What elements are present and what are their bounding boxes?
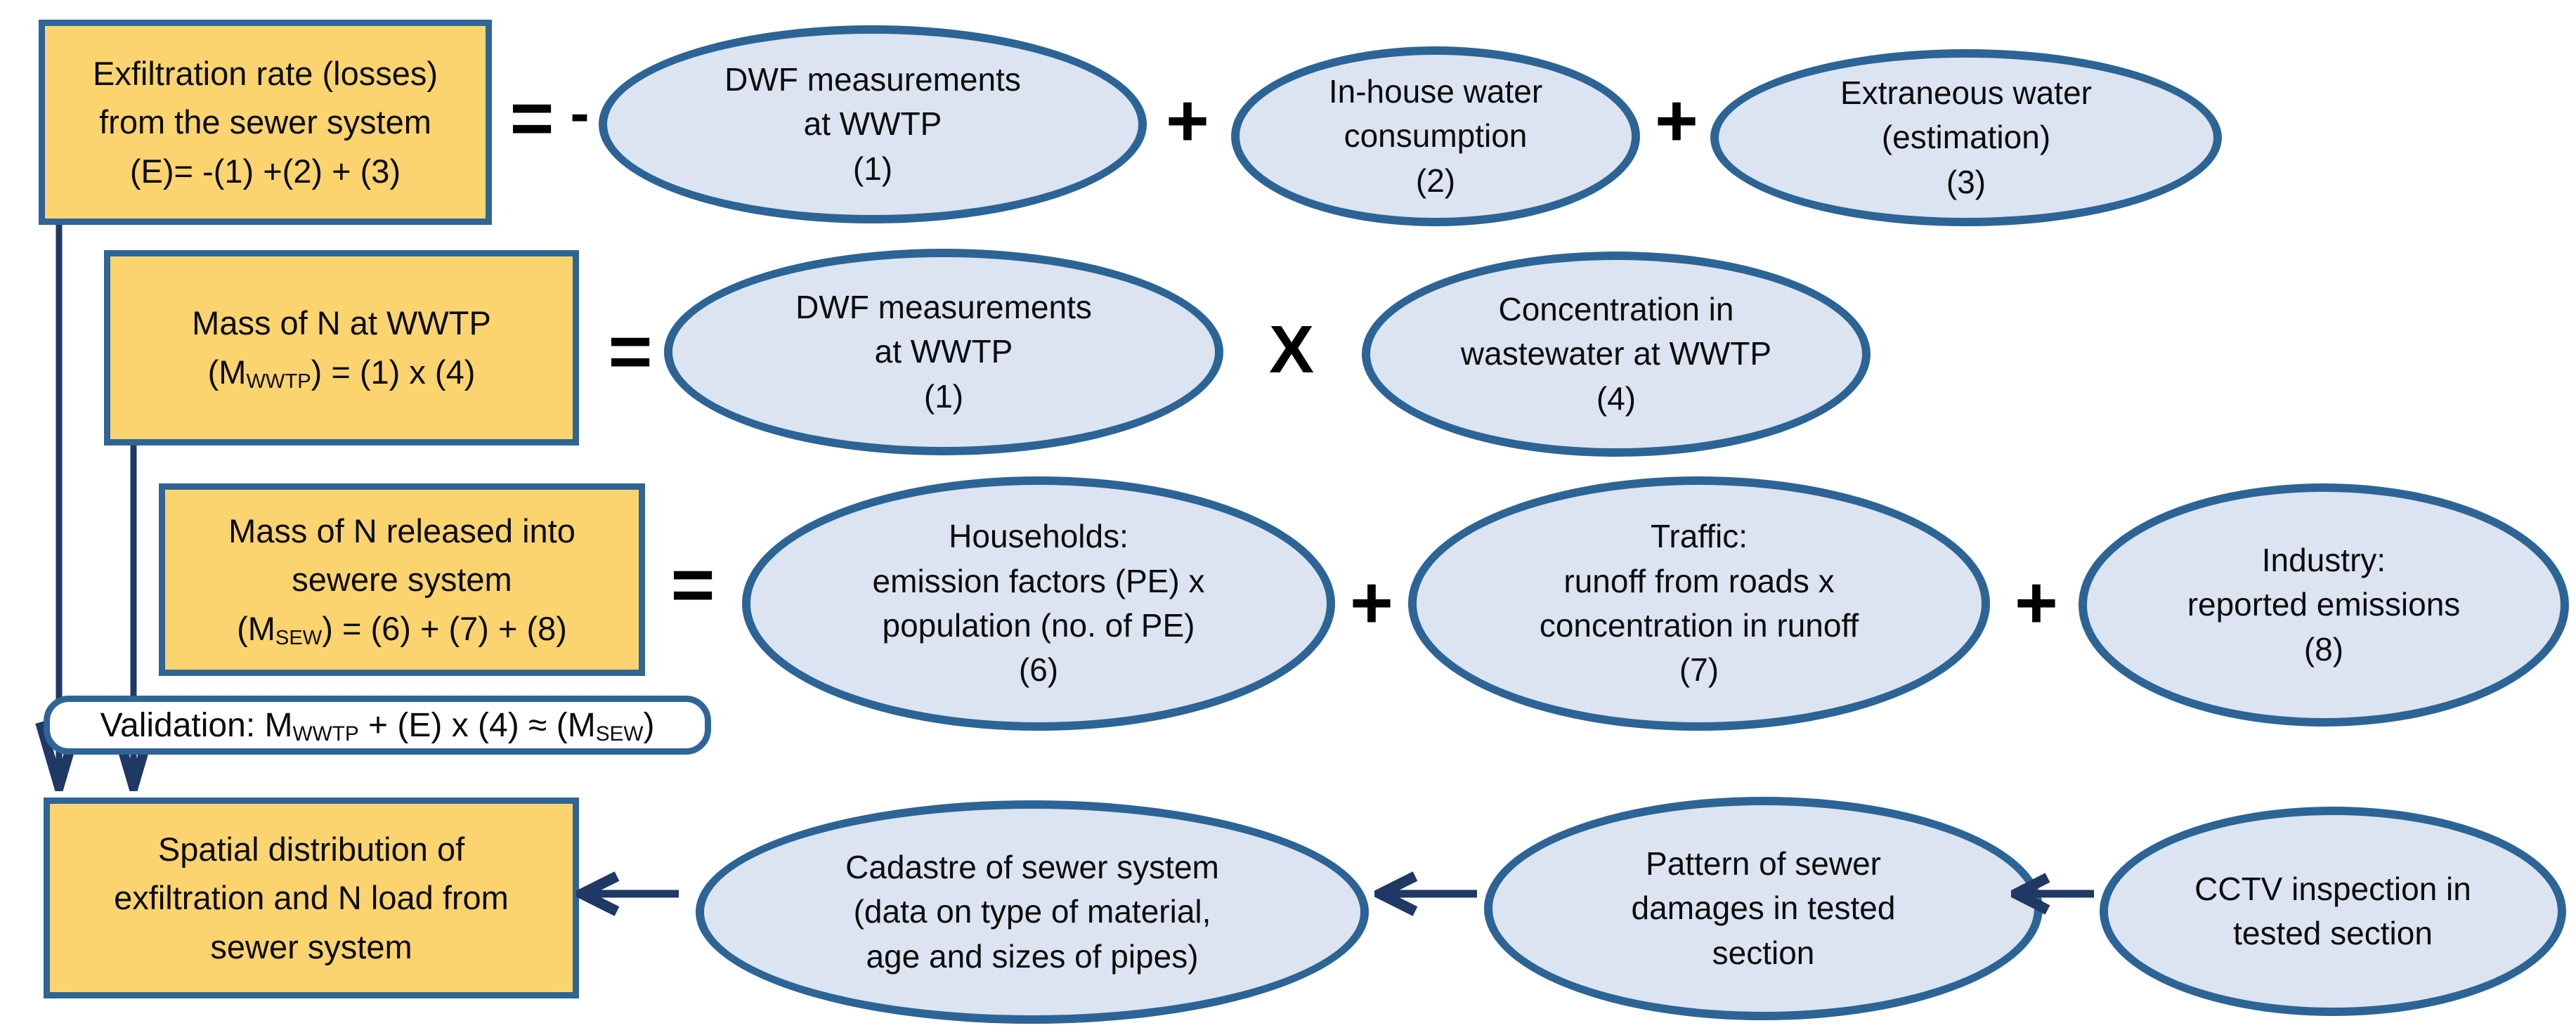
formula-subscript: SEW [275,627,323,650]
equals-operator-2: = [608,308,653,393]
text-line: tested section [2233,915,2433,951]
text-line: population (no. of PE) [882,607,1195,644]
exfiltration-rate-box: Exfiltration rate (losses) from the sewe… [39,20,492,225]
text-line: reported emissions [2187,586,2461,623]
text-line: CCTV inspection in [2194,870,2471,907]
plus-operator-3a: + [1350,561,1393,644]
equals-operator-1: = [509,75,554,160]
formula-pre: Validation: M [100,706,293,744]
formula-post: ) = (6) + (7) + (8) [322,609,567,647]
arrowhead-left-icon [2011,873,2050,915]
dwf-measurements-ellipse-2: DWF measurements at WWTP (1) [664,249,1223,455]
mass-n-sewer-box: Mass of N released into sewere system (M… [159,483,645,676]
arrow-cadastre-to-spatial [576,871,679,916]
text-line: Mass of N at WWTP [192,304,491,342]
cctv-inspection-ellipse: CCTV inspection in tested section [2100,807,2566,1016]
text-line: at WWTP [874,333,1013,370]
text-line: concentration in runoff [1539,607,1859,644]
text-line: runoff from roads x [1563,562,1835,599]
text-line: (6) [1018,651,1059,689]
arrow-damages-to-cadastre [1374,871,1477,916]
inhouse-water-consumption-ellipse: In-house water consumption (2) [1231,46,1640,226]
extraneous-water-ellipse: Extraneous water (estimation) (3) [1710,49,2222,226]
formula-line: (MSEW) = (6) + (7) + (8) [237,604,567,653]
text-line: DWF measurements [724,60,1021,98]
text-line: (7) [1679,651,1719,689]
text-line: Households: [949,518,1128,555]
text-line: damages in tested [1631,890,1896,927]
text-line: sewer system [210,927,412,965]
equals-operator-3: = [670,542,715,627]
text-line: wastewater at WWTP [1460,335,1772,372]
formula-post: ) = (1) x (4) [311,353,476,391]
text-line: Extraneous water [1840,74,2092,111]
text-line: (estimation) [1881,119,2051,156]
spatial-distribution-box: Spatial distribution of exfiltration and… [44,798,579,998]
text-line: (8) [2303,630,2344,668]
text-line: at WWTP [803,105,942,143]
plus-operator-1b: + [1655,79,1698,162]
text-line: (data on type of material, [853,893,1211,930]
formula-subscript: WWTP [246,370,311,393]
traffic-ellipse: Traffic: runoff from roads x concentrati… [1408,476,1990,731]
formula-mid: + (E) x (4) ≈ (M [358,706,596,744]
text-line: from the sewer system [99,103,431,141]
text-line: age and sizes of pipes) [866,937,1199,975]
households-ellipse: Households: emission factors (PE) x popu… [742,476,1335,731]
cadastre-ellipse: Cadastre of sewer system (data on type o… [696,800,1369,1024]
plus-operator-1a: + [1166,79,1209,162]
text-line: (2) [1415,162,1456,199]
text-line: (3) [1946,163,1986,200]
text-line: consumption [1344,117,1528,155]
formula-subscript: WWTP [292,722,359,746]
text-line: section [1712,934,1815,971]
text-line: (1) [852,150,893,187]
concentration-wastewater-ellipse: Concentration in wastewater at WWTP (4) [1362,252,1871,457]
text-line: sewere system [292,561,512,599]
text-line: Spatial distribution of [157,830,465,868]
dwf-measurements-ellipse-1: DWF measurements at WWTP (1) [599,25,1147,223]
formula-pre: (M [237,609,275,647]
arrowhead-left-icon [576,871,620,916]
formula-pre: (M [207,353,247,391]
arrow-cctv-to-damages [2011,873,2094,915]
minus-operator: - [570,82,590,145]
industry-ellipse: Industry: reported emissions (8) [2079,483,2569,727]
text-line: Pattern of sewer [1646,845,1881,882]
arrowhead-left-icon [1374,871,1418,916]
text-line: Mass of N released into [228,512,575,549]
text-line: (1) [923,377,964,415]
text-line: Traffic: [1650,518,1748,555]
mass-n-wwtp-box: Mass of N at WWTP (MWWTP) = (1) x (4) [104,250,579,445]
formula-line: (MWWTP) = (1) x (4) [208,348,476,397]
text-line: (E)= -(1) +(2) + (3) [129,152,401,190]
text-line: Exfiltration rate (losses) [92,54,438,92]
sewer-damages-ellipse: Pattern of sewer damages in tested secti… [1484,797,2043,1020]
text-line: In-house water [1328,72,1543,110]
formula-post: ) [643,706,655,744]
multiply-operator: X [1268,312,1315,387]
text-line: DWF measurements [795,288,1092,325]
validation-text: Validation: MWWTP + (E) x (4) ≈ (MSEW) [100,706,655,746]
text-line: Cadastre of sewer system [845,848,1219,885]
text-line: Concentration in [1498,290,1734,327]
text-line: emission factors (PE) x [872,562,1205,599]
formula-subscript: SEW [595,722,644,746]
text-line: (4) [1596,379,1637,417]
validation-box: Validation: MWWTP + (E) x (4) ≈ (MSEW) [44,696,711,755]
text-line: Industry: [2261,541,2386,578]
plus-operator-3b: + [2015,561,2058,644]
text-line: exfiltration and N load from [114,879,509,917]
